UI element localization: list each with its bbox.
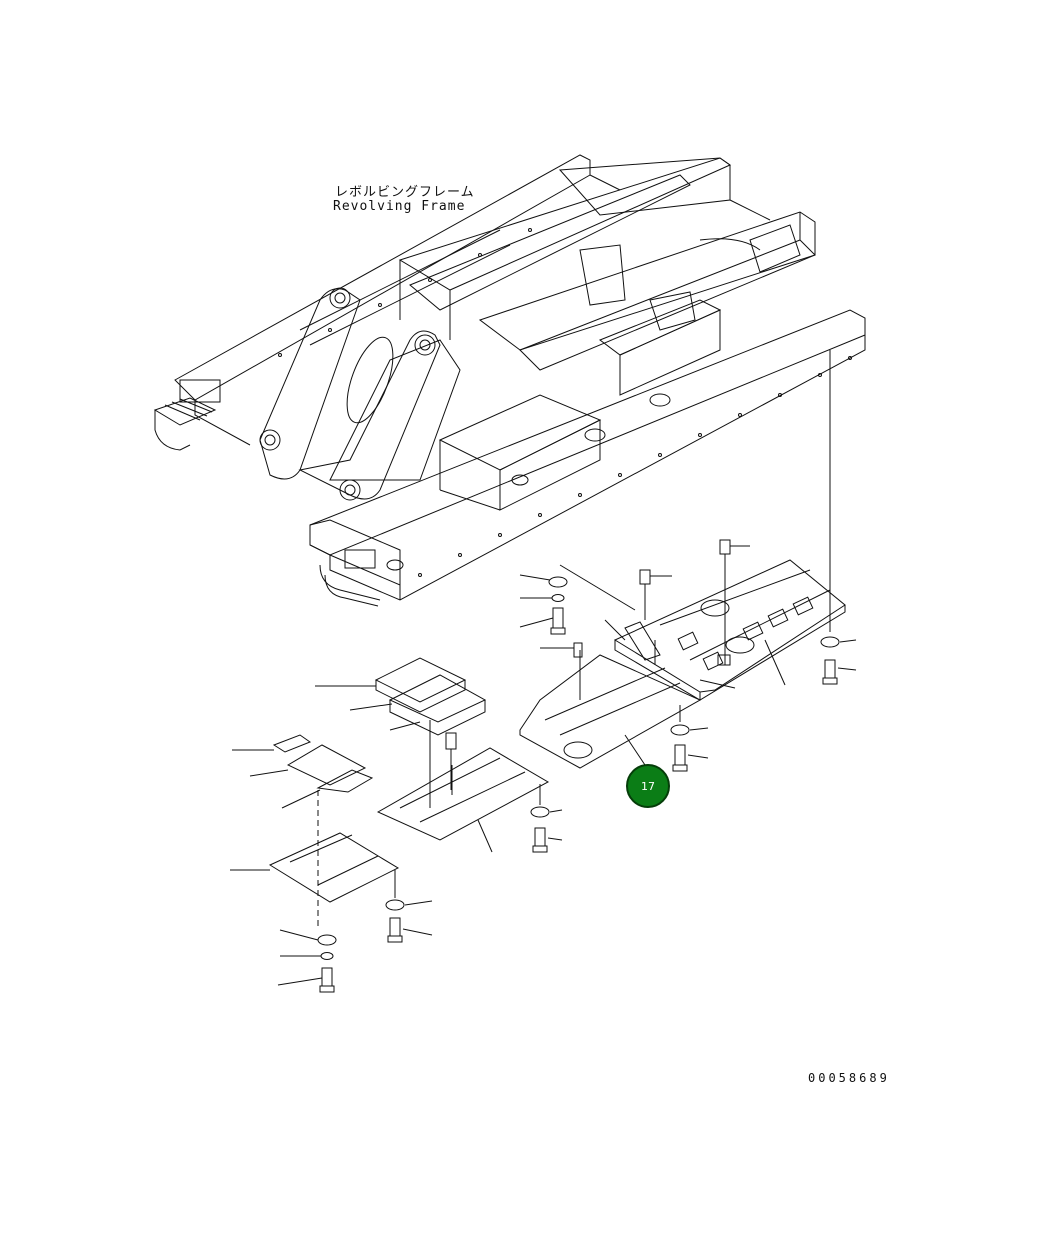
callout-17[interactable]: 17 (626, 764, 670, 808)
title-english: Revolving Frame (333, 199, 466, 214)
undercover-left (230, 790, 398, 930)
undercover-center-left (378, 720, 548, 852)
undercover-center (520, 650, 700, 768)
title-japanese: レボルビングフレーム (335, 185, 475, 200)
damper-blocks (232, 658, 485, 808)
fasteners (278, 540, 856, 992)
drawing-number: 00058689 (808, 1071, 890, 1085)
revolving-frame (155, 155, 865, 606)
undercover-right (615, 560, 845, 700)
